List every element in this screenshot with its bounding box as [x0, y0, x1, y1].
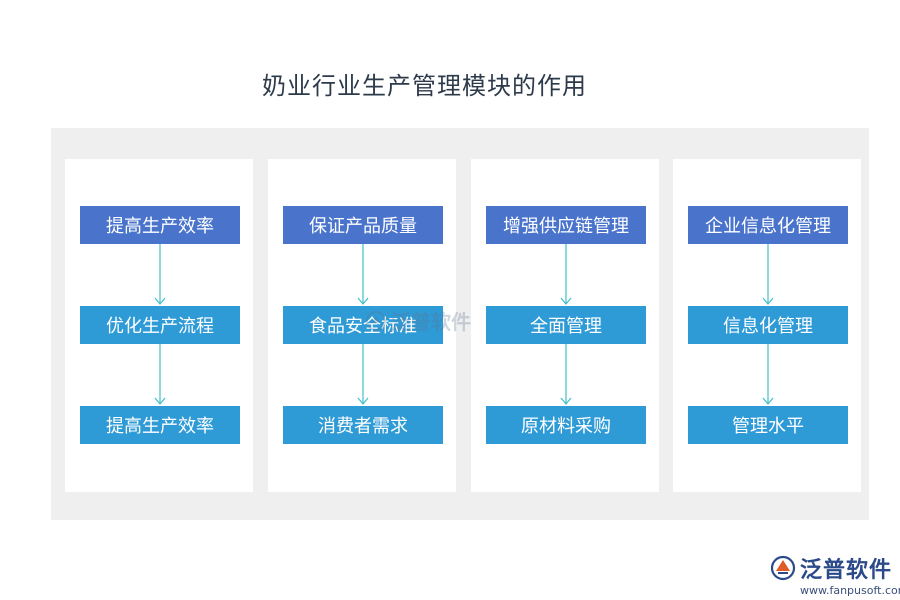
top-box: 企业信息化管理 — [688, 206, 848, 244]
brand-mark-icon — [366, 310, 386, 331]
top-box: 提高生产效率 — [80, 206, 240, 244]
top-box: 保证产品质量 — [283, 206, 443, 244]
brand-name: 泛普软件 — [800, 558, 893, 583]
arrow-down-icon — [762, 344, 774, 406]
top-box: 增强供应链管理 — [486, 206, 646, 244]
watermark: 泛普软件 — [365, 306, 471, 335]
arrow-down-icon — [560, 244, 572, 306]
bottom-box: 提高生产效率 — [80, 406, 240, 444]
bottom-box: 管理水平 — [688, 406, 848, 444]
arrow-down-icon — [762, 244, 774, 306]
mid-box: 食品安全标准 — [283, 306, 443, 344]
column-4: 企业信息化管理 信息化管理 管理水平 — [673, 159, 861, 492]
column-3: 增强供应链管理 全面管理 原材料采购 — [471, 159, 659, 492]
brand-url: www.fanpusoft.com — [800, 584, 900, 597]
mid-box: 信息化管理 — [688, 306, 848, 344]
arrow-down-icon — [357, 344, 369, 406]
brand-mark-icon — [770, 555, 796, 581]
column-1: 提高生产效率 优化生产流程 提高生产效率 — [65, 159, 253, 492]
bottom-box: 消费者需求 — [283, 406, 443, 444]
diagram-title: 奶业行业生产管理模块的作用 — [262, 72, 587, 100]
arrow-down-icon — [560, 344, 572, 406]
column-2: 保证产品质量 食品安全标准 消费者需求 — [268, 159, 456, 492]
arrow-down-icon — [154, 344, 166, 406]
brand-logo: 泛普软件 www.fanpusoft.com — [770, 552, 900, 597]
arrow-down-icon — [357, 244, 369, 306]
mid-box: 优化生产流程 — [80, 306, 240, 344]
arrow-down-icon — [154, 244, 166, 306]
mid-box: 全面管理 — [486, 306, 646, 344]
watermark-text: 泛普软件 — [391, 310, 471, 334]
bottom-box: 原材料采购 — [486, 406, 646, 444]
